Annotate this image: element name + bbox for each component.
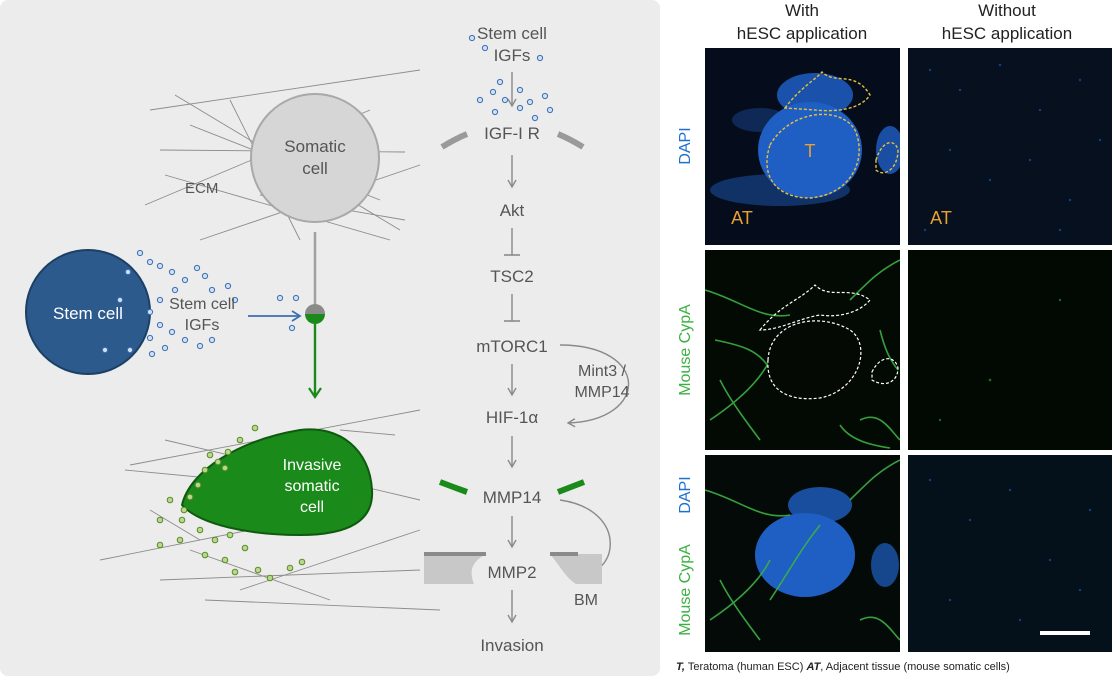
invasive-somatic-cell <box>180 428 374 537</box>
micrograph-cypa-without <box>908 250 1112 450</box>
col1-header-1: With <box>785 1 819 20</box>
akt-label: Akt <box>500 201 525 220</box>
col2-header-2: hESC application <box>942 24 1072 43</box>
basement-membrane-left <box>424 554 486 584</box>
micrograph-merged-with <box>705 455 900 652</box>
hif1a-label: HIF-1α <box>486 408 539 427</box>
tsc2-label: TSC2 <box>490 267 533 286</box>
invasive-label-2: somatic <box>284 478 339 495</box>
row3-label-blue: DAPI <box>677 476 694 513</box>
micrograph-dapi-with: T AT <box>705 48 900 245</box>
footer-at-text: , Adjacent tissue (mouse somatic cells) <box>820 661 1010 673</box>
secreted-protease-dots <box>156 424 306 582</box>
adjacent-tissue-label: AT <box>731 208 753 228</box>
mmp2-label: MMP2 <box>487 563 536 582</box>
col2-header-1: Without <box>978 1 1036 20</box>
adjacent-tissue-label-right: AT <box>930 208 952 228</box>
micrograph-merged-without <box>908 455 1112 652</box>
scale-bar <box>1040 631 1090 635</box>
receptor-head-top <box>305 304 325 314</box>
row1-label: DAPI <box>677 127 694 164</box>
igf1r-label: IGF-I R <box>484 124 540 143</box>
bm-label: BM <box>574 592 598 609</box>
membrane-arc-right <box>556 131 585 150</box>
invasive-label-3: cell <box>300 499 324 516</box>
somatic-cell <box>250 93 380 223</box>
footer-t-text: Teratoma (human ESC) <box>685 661 806 673</box>
footer-legend: T, Teratoma (human ESC) AT, Adjacent tis… <box>676 661 1010 673</box>
invasive-label-1: Invasive <box>283 457 342 474</box>
somatic-cell-label-1: Somatic <box>284 137 346 156</box>
micrograph-cypa-with <box>705 250 900 450</box>
pathway-igfs-label-2: IGFs <box>494 46 531 65</box>
schematic-background <box>0 0 660 676</box>
green-membrane-right <box>556 479 586 495</box>
basement-membrane-right <box>550 554 602 584</box>
receptor-head-bottom <box>305 314 325 324</box>
mmp14-label: MMP14 <box>483 488 542 507</box>
row2-label: Mouse CypA <box>677 304 694 396</box>
feedback-arrow-mint3 <box>559 344 630 428</box>
mtorc1-label: mTORC1 <box>476 337 547 356</box>
stem-cell-label: Stem cell <box>53 304 123 323</box>
membrane-arc-left <box>440 131 469 150</box>
micrograph-dapi-without: AT <box>908 48 1112 245</box>
stem-igfs-label-2: IGFs <box>185 317 220 334</box>
teratoma-label: T <box>805 141 816 161</box>
stem-cell-igf-dots <box>101 249 300 358</box>
stem-igfs-label-1: Stem cell <box>169 296 235 313</box>
pathway-igfs-label-1: Stem cell <box>477 24 547 43</box>
side-label-1: Mint3 / <box>578 363 627 380</box>
somatic-cell-label-2: cell <box>302 159 328 178</box>
bm-top-right <box>550 552 578 556</box>
bm-top-left <box>424 552 486 556</box>
footer-t-key: T, <box>676 661 685 673</box>
side-label-2: MMP14 <box>574 384 629 401</box>
row3-label-green: Mouse CypA <box>677 544 694 636</box>
invasion-label: Invasion <box>480 636 543 655</box>
ecm-label: ECM <box>185 180 218 197</box>
green-membrane-left <box>438 479 469 495</box>
footer-at-key: AT <box>805 661 821 673</box>
col1-header-2: hESC application <box>737 24 867 43</box>
